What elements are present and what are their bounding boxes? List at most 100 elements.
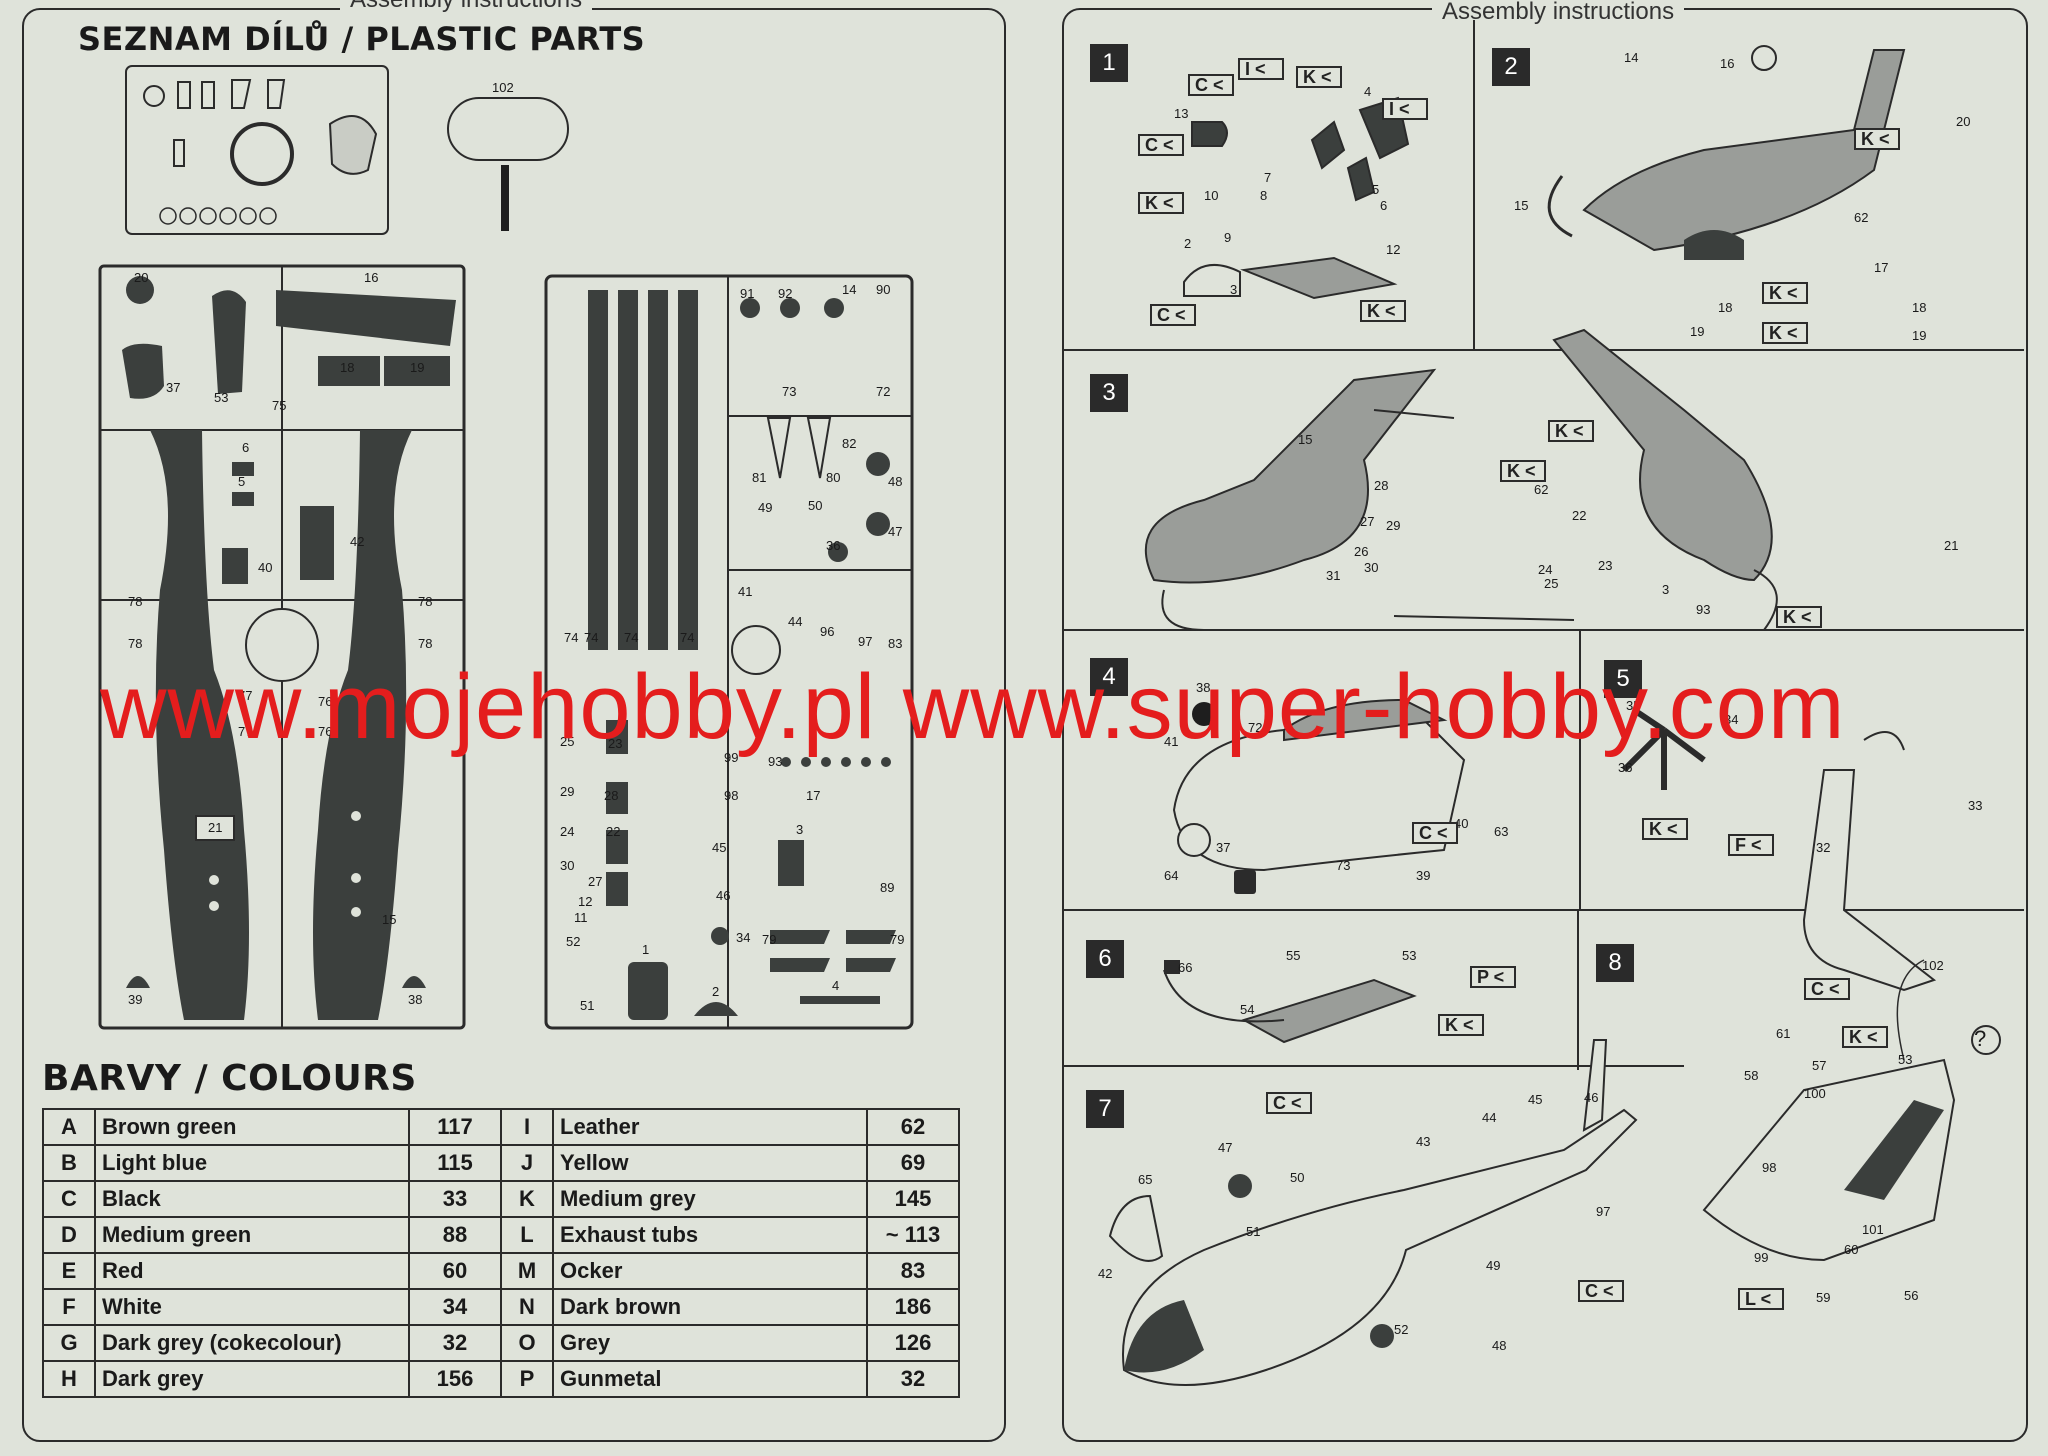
svg-text:47: 47	[888, 524, 902, 539]
svg-text:82: 82	[842, 436, 856, 451]
svg-text:3: 3	[1662, 582, 1669, 597]
svg-text:101: 101	[1862, 1222, 1884, 1237]
svg-text:43: 43	[1416, 1134, 1430, 1149]
svg-text:53: 53	[1898, 1052, 1912, 1067]
svg-text:62: 62	[1534, 482, 1548, 497]
svg-text:2: 2	[1184, 236, 1191, 251]
svg-text:6: 6	[1380, 198, 1387, 213]
paint-callout-tag: C <	[1138, 134, 1184, 156]
colour-code: N	[500, 1288, 554, 1326]
colour-name: Exhaust tubs	[552, 1216, 868, 1254]
step-1-number: 1	[1090, 44, 1128, 82]
colour-number: 186	[866, 1288, 960, 1326]
colour-name: Dark grey (cokecolour)	[94, 1324, 410, 1362]
svg-text:?: ?	[1974, 1026, 1986, 1051]
step-8-art	[1702, 959, 2001, 1262]
svg-text:32: 32	[1816, 840, 1830, 855]
svg-text:58: 58	[1744, 1068, 1758, 1083]
step-5-art	[1621, 707, 1937, 992]
step-2-art	[1547, 45, 1906, 260]
svg-text:38: 38	[408, 992, 422, 1007]
colour-code: D	[42, 1216, 96, 1254]
svg-text:72: 72	[1248, 720, 1262, 735]
paint-callout-tag: K <	[1138, 192, 1184, 214]
svg-text:44: 44	[788, 614, 802, 629]
colour-code: M	[500, 1252, 554, 1290]
svg-text:90: 90	[876, 282, 890, 297]
svg-text:14: 14	[842, 282, 856, 297]
step-5-number: 5	[1604, 660, 1642, 698]
step-1-art	[1183, 96, 1410, 300]
svg-text:12: 12	[578, 894, 592, 909]
paint-callout-tag: L <	[1738, 1288, 1784, 1310]
paint-callout-tag: C <	[1150, 304, 1196, 326]
svg-text:41: 41	[1164, 734, 1178, 749]
svg-text:78: 78	[128, 594, 142, 609]
svg-text:11: 11	[574, 910, 588, 925]
svg-text:20: 20	[134, 270, 148, 285]
colour-number: 69	[866, 1144, 960, 1182]
svg-text:21: 21	[1944, 538, 1958, 553]
step-2-number: 2	[1492, 48, 1530, 86]
paint-callout-tag: K <	[1854, 128, 1900, 150]
svg-text:76: 76	[318, 724, 332, 739]
svg-text:8: 8	[1260, 188, 1267, 203]
svg-text:48: 48	[1492, 1338, 1506, 1353]
svg-text:23: 23	[1598, 558, 1612, 573]
svg-text:14: 14	[1624, 50, 1638, 65]
svg-text:99: 99	[724, 750, 738, 765]
svg-text:91: 91	[740, 286, 754, 301]
svg-text:46: 46	[1584, 1090, 1598, 1105]
svg-text:97: 97	[858, 634, 872, 649]
step-3-art	[1144, 328, 1778, 631]
svg-text:40: 40	[258, 560, 272, 575]
svg-text:17: 17	[806, 788, 820, 803]
svg-text:61: 61	[1776, 1026, 1790, 1041]
colour-code: J	[500, 1144, 554, 1182]
paint-callout-tag: I <	[1238, 58, 1284, 80]
colour-number: 83	[866, 1252, 960, 1290]
svg-text:53: 53	[1402, 948, 1416, 963]
svg-text:76: 76	[318, 694, 332, 709]
colour-code: K	[500, 1180, 554, 1218]
colour-name: Black	[94, 1180, 410, 1218]
paint-callout-tag: F <	[1728, 834, 1774, 856]
svg-text:35: 35	[1626, 698, 1640, 713]
svg-text:64: 64	[1164, 868, 1178, 883]
svg-text:51: 51	[1246, 1224, 1260, 1239]
svg-text:22: 22	[606, 824, 620, 839]
svg-text:100: 100	[1804, 1086, 1826, 1101]
svg-text:52: 52	[1394, 1322, 1408, 1337]
svg-text:29: 29	[1386, 518, 1400, 533]
svg-text:9: 9	[1224, 230, 1231, 245]
left-header: Assembly instructions	[340, 0, 593, 14]
step-7-number: 7	[1086, 1090, 1124, 1128]
svg-text:24: 24	[1538, 562, 1552, 577]
svg-text:74: 74	[624, 630, 638, 645]
svg-text:44: 44	[1482, 1110, 1496, 1125]
svg-text:54: 54	[1240, 1002, 1254, 1017]
svg-text:4: 4	[1364, 84, 1371, 99]
svg-text:18: 18	[340, 360, 354, 375]
paint-callout-tag: K <	[1762, 282, 1808, 304]
svg-text:78: 78	[128, 636, 142, 651]
step-6-art	[1163, 960, 1417, 1044]
svg-text:21: 21	[208, 820, 222, 835]
colour-code: H	[42, 1360, 96, 1398]
sprue-a	[98, 264, 466, 1030]
svg-text:56: 56	[1904, 1288, 1918, 1303]
paint-callout-tag: C <	[1412, 822, 1458, 844]
colour-number: 60	[408, 1252, 502, 1290]
colour-number: 156	[408, 1360, 502, 1398]
colour-name: Dark grey	[94, 1360, 410, 1398]
paint-callout-tag: K <	[1642, 818, 1688, 840]
paint-callout-tag: C <	[1804, 978, 1850, 1000]
colour-name: Gunmetal	[552, 1360, 868, 1398]
colour-number: 62	[866, 1108, 960, 1146]
svg-text:77: 77	[238, 724, 252, 739]
colour-code: A	[42, 1108, 96, 1146]
svg-text:15: 15	[1298, 432, 1312, 447]
